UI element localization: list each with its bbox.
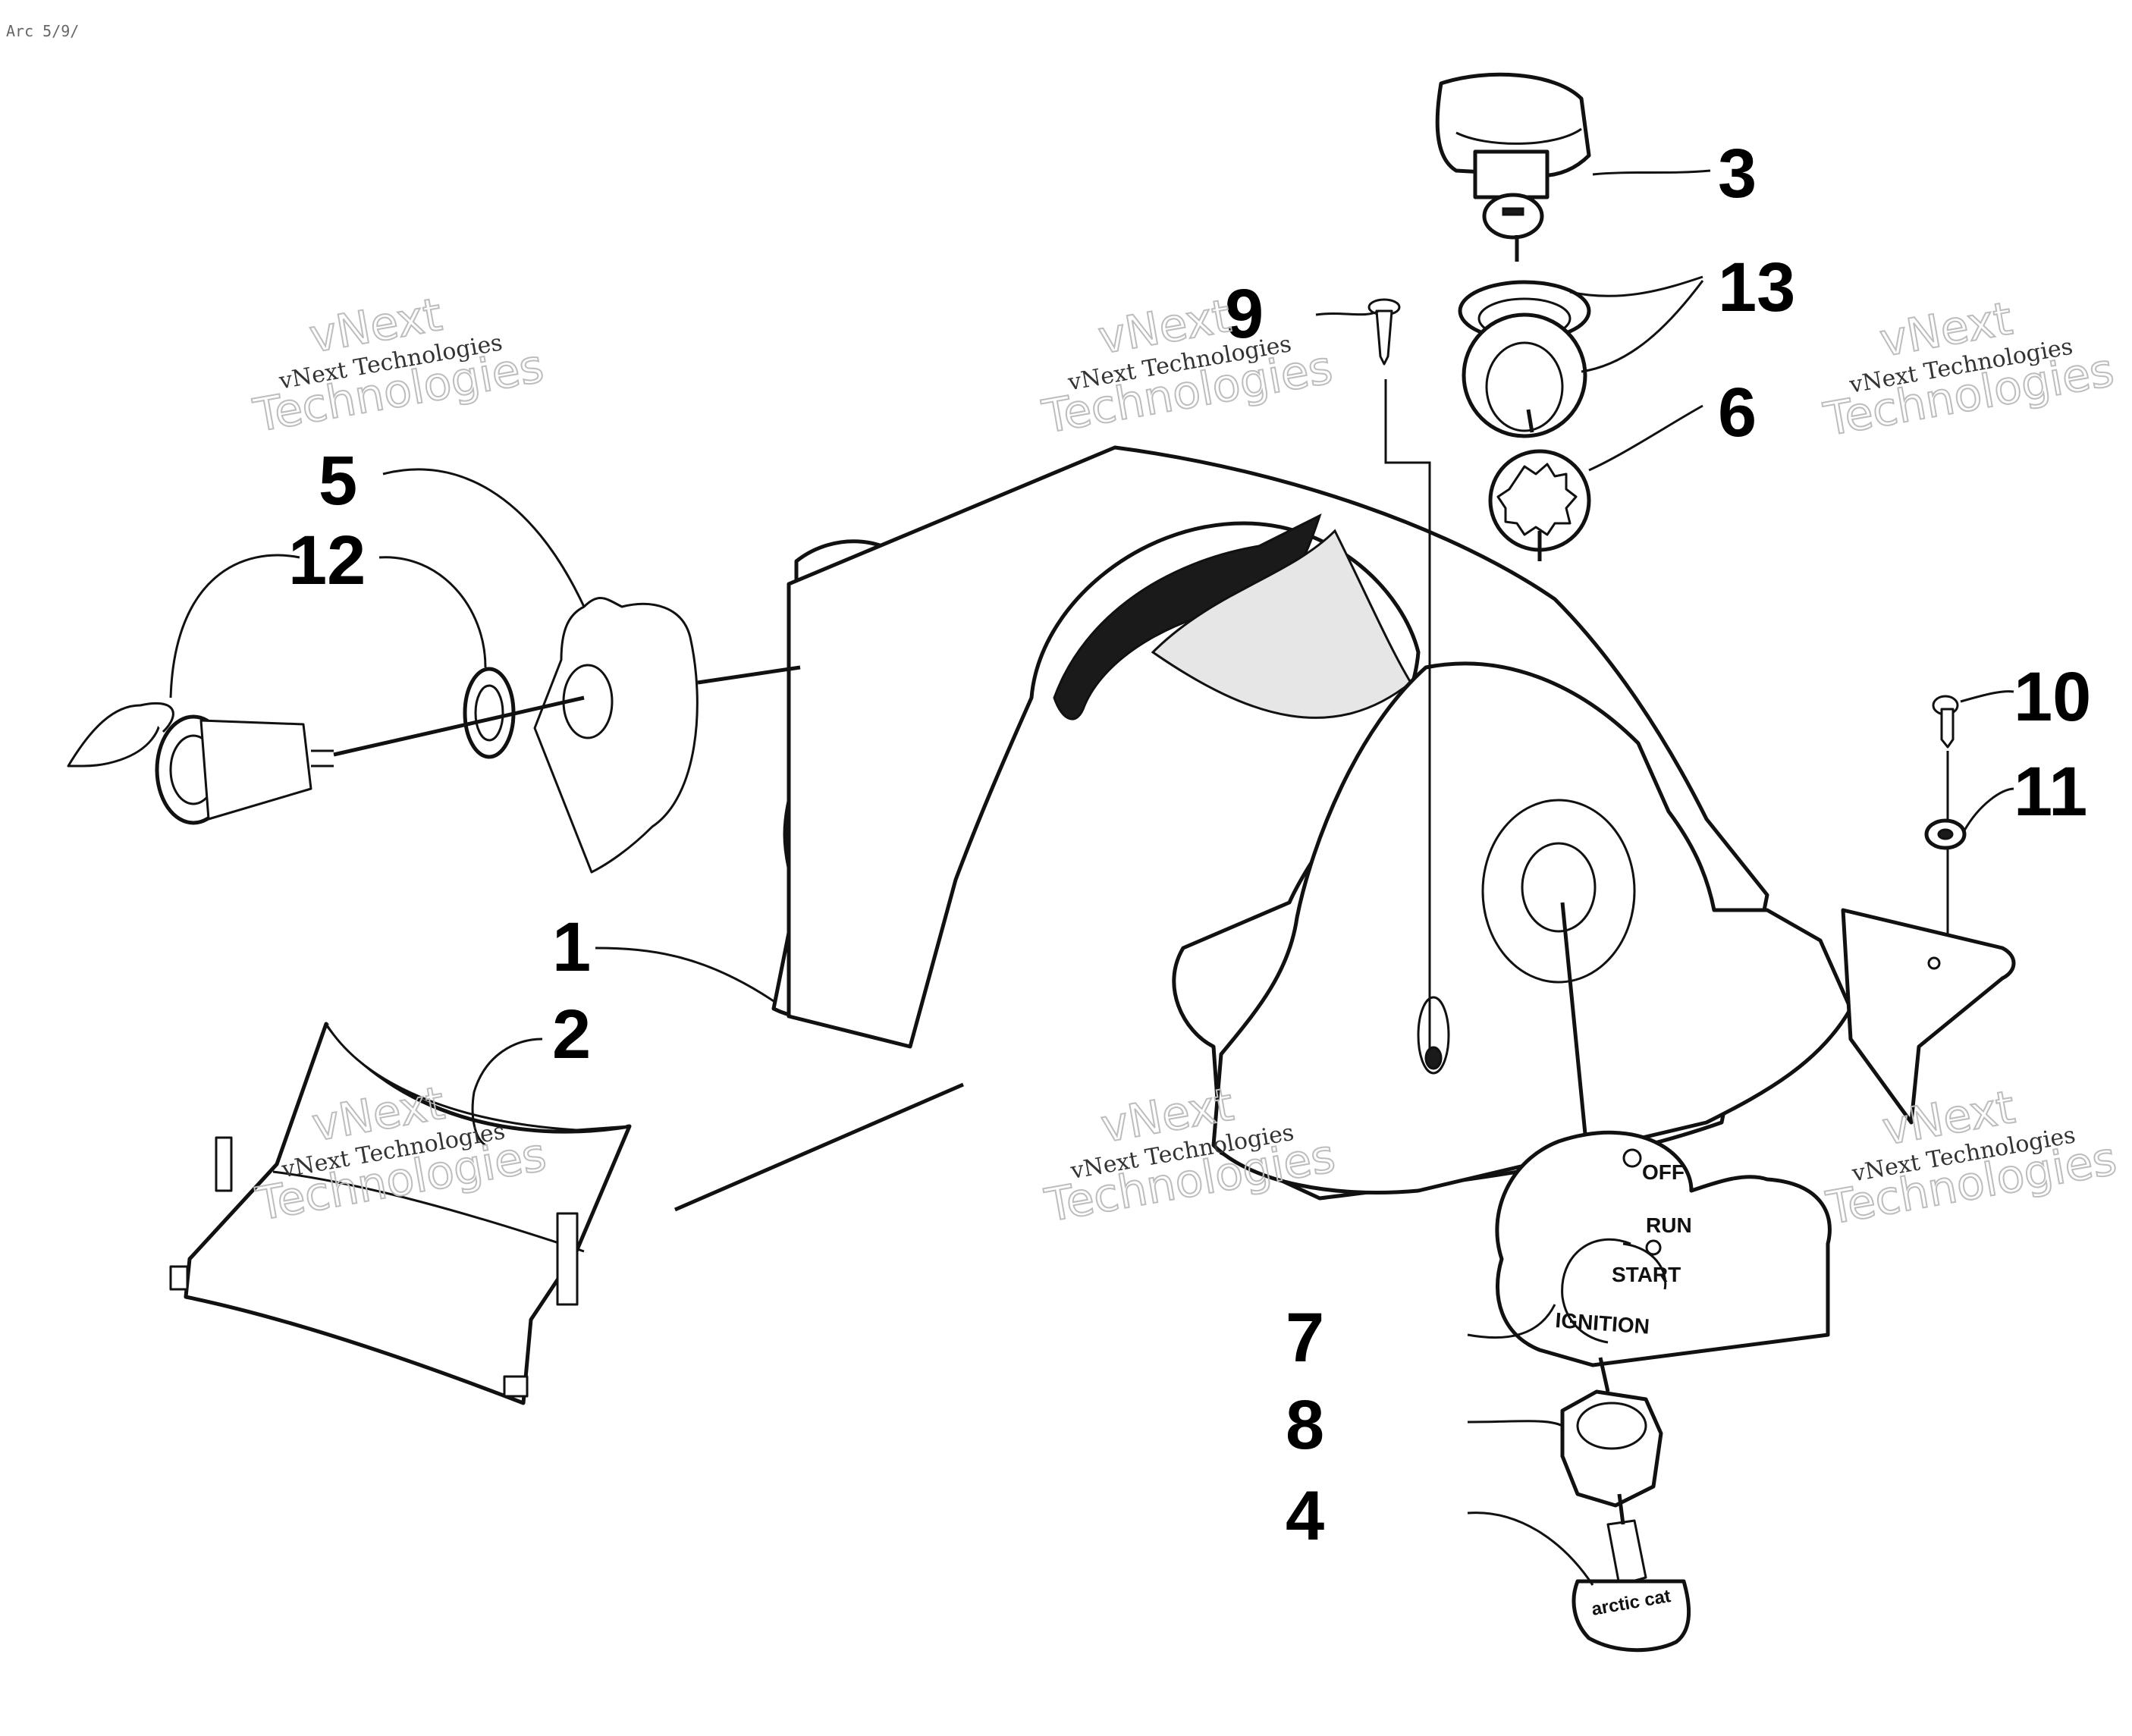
ignition-plate: OFF RUN START IGNITION <box>1495 1130 1832 1367</box>
callout-11: 11 <box>2014 753 2087 830</box>
callout-13: 13 <box>1718 249 1795 326</box>
callout-8: 8 <box>1286 1386 1324 1464</box>
plate-off-label: OFF <box>1642 1160 1685 1184</box>
watermark-top-center: vNext Technologies vNext Technologies <box>1038 289 1337 445</box>
screw-10 <box>1932 695 1959 749</box>
watermark-top-left: vNext Technologies vNext Technologies <box>249 287 548 444</box>
socket-plate <box>533 596 699 874</box>
callout-7: 7 <box>1286 1299 1324 1377</box>
watermark-top-right: vNext Technologies vNext Technologies <box>1819 291 2118 447</box>
grommet-lower <box>1462 312 1587 438</box>
lock-washer <box>1488 449 1591 552</box>
callout-4: 4 <box>1286 1477 1324 1555</box>
ignition-switch <box>1435 72 1591 240</box>
plate-run-label: RUN <box>1646 1213 1692 1237</box>
callout-12: 12 <box>288 522 366 599</box>
plate-start-label: START <box>1612 1263 1681 1286</box>
screw-9 <box>1367 298 1401 366</box>
corner-mark: Arc 5/9/ <box>6 22 79 40</box>
callout-2: 2 <box>552 996 591 1073</box>
callout-5: 5 <box>319 442 357 520</box>
console-housing <box>771 445 2016 1201</box>
callout-3: 3 <box>1718 135 1757 212</box>
washer-11 <box>1924 818 1967 850</box>
accessory-socket <box>67 702 334 825</box>
callout-9: 9 <box>1225 275 1264 353</box>
watermark-bottom-right: vNext Technologies vNext Technologies <box>1822 1080 2121 1236</box>
callout-10: 10 <box>2014 658 2091 736</box>
callout-6: 6 <box>1718 374 1757 451</box>
callout-1: 1 <box>552 909 591 986</box>
ignition-key: arctic cat <box>1572 1519 1691 1653</box>
ignition-nut <box>1560 1389 1663 1508</box>
socket-nut <box>463 667 516 759</box>
bottom-cover <box>169 1022 632 1405</box>
